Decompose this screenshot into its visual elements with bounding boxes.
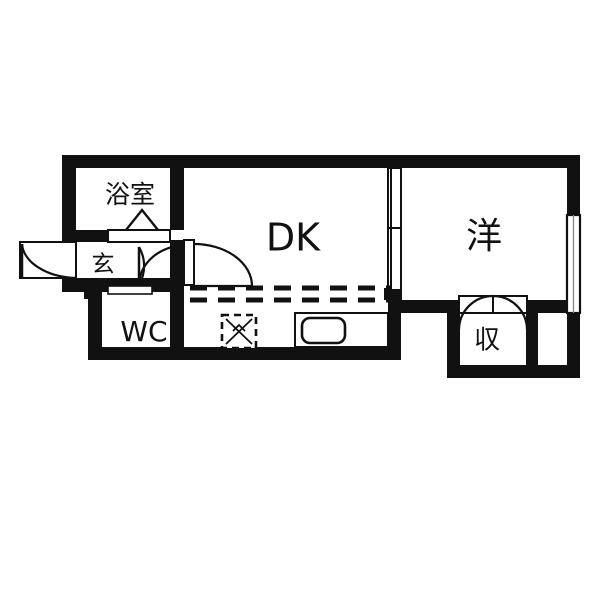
room-fill-closet-b [538,313,567,365]
wc-door-opening[interactable] [107,285,153,295]
entrance-door-swing-arc [20,243,77,280]
wall-wc-east [170,292,184,352]
room-label-dk: DK [266,216,321,260]
wall-north [62,155,580,168]
room-fill-closet [460,313,526,365]
windows [565,213,582,315]
room-fill-hall [184,242,388,283]
dk-kitchen-partition [190,285,390,303]
bath-door-fold-marker [125,208,159,231]
wall-west-lower [88,285,102,360]
entrance-door[interactable] [19,241,77,280]
room-labels: 浴室 玄 WC DK 洋 収 [92,180,503,356]
wall-closet-west [447,300,460,378]
room-label-genkan: 玄 [92,252,115,278]
washing-machine-space [220,313,258,350]
bath-door-opening[interactable] [107,229,171,243]
room-label-bath: 浴室 [105,180,155,209]
closet-double-doors[interactable] [457,294,529,331]
room-label-closet: 収 [474,326,500,356]
wall-dk-west-top [388,155,401,170]
room-label-wc: WC [120,315,167,348]
wall-closet-divider [526,313,538,365]
kitchen-sink [300,316,347,345]
closet-door-arc-right [492,294,529,331]
room-fill-genkan [76,242,170,278]
room-label-western: 洋 [466,216,502,257]
wall-hall-east [170,240,184,290]
closet-door-arc-left [457,294,494,331]
room-interiors [76,168,567,365]
washer-drain-arrows [225,318,253,345]
wall-step-to-closet [388,300,460,313]
dk-western-sliding-door[interactable] [387,167,402,300]
room-fill-wc [102,292,170,347]
genkan-door-arc2 [138,246,146,286]
room-fill-bath [76,168,170,230]
bath-folding-door[interactable] [107,208,171,243]
dk-door-swing-arc [193,242,254,287]
wall-dk-south-east [388,300,401,360]
wall-south-main [88,347,400,360]
wall-bath-east [170,155,184,230]
room-fill-western [401,168,567,300]
wall-closet-east [567,300,580,378]
dk-door-leaf[interactable] [183,239,195,286]
wall-closet-south [447,365,580,378]
kitchen-counter [294,312,389,348]
